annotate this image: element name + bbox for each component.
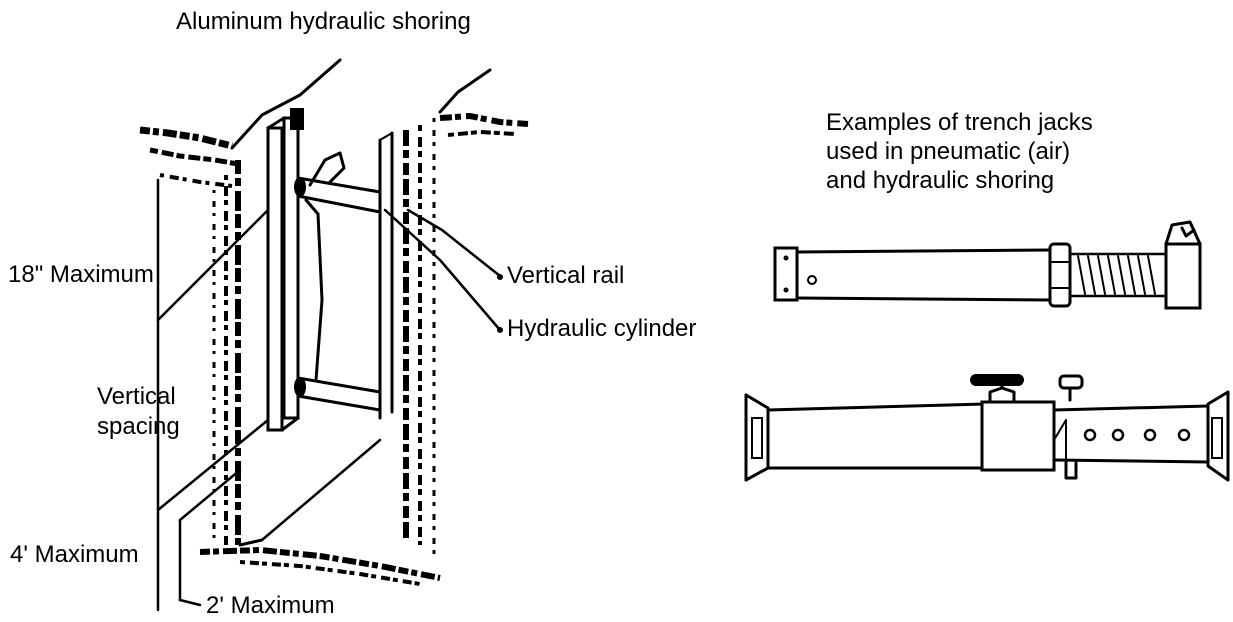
hydraulic-cylinder-lower (294, 376, 382, 412)
right-trench-wall (403, 118, 436, 560)
hydraulic-hose (304, 151, 346, 382)
screw-trench-jack (773, 220, 1202, 310)
diagram-title: Aluminum hydraulic shoring (176, 8, 471, 35)
right-caption-line-3: and hydraulic shoring (826, 167, 1055, 194)
callout-2-foot-maximum: 2' Maximum (206, 592, 335, 619)
callout-leaders (383, 208, 503, 333)
callout-vertical-spacing-line-2: spacing (97, 413, 180, 440)
left-trench-wall (212, 160, 241, 545)
vertical-rail-far (378, 131, 394, 420)
trench-illustration (139, 58, 529, 612)
vertical-rail-near (266, 108, 304, 432)
right-caption-line-1: Examples of trench jacks (826, 109, 1093, 136)
trench-bottom (199, 538, 441, 586)
callout-4-foot-maximum: 4' Maximum (10, 541, 139, 568)
dimension-lines (156, 178, 382, 612)
callout-vertical-rail: Vertical rail (507, 262, 625, 289)
hydraulic-cylinder-upper (294, 176, 382, 214)
pneumatic-trench-jack (744, 374, 1230, 482)
right-caption-line-2: used in pneumatic (air) (826, 138, 1071, 165)
callout-hydraulic-cylinder: Hydraulic cylinder (507, 315, 697, 342)
callout-18-inch-maximum: 18" Maximum (8, 261, 154, 288)
callout-vertical-spacing-line-1: Vertical (97, 383, 176, 410)
ground-surface (139, 58, 529, 188)
